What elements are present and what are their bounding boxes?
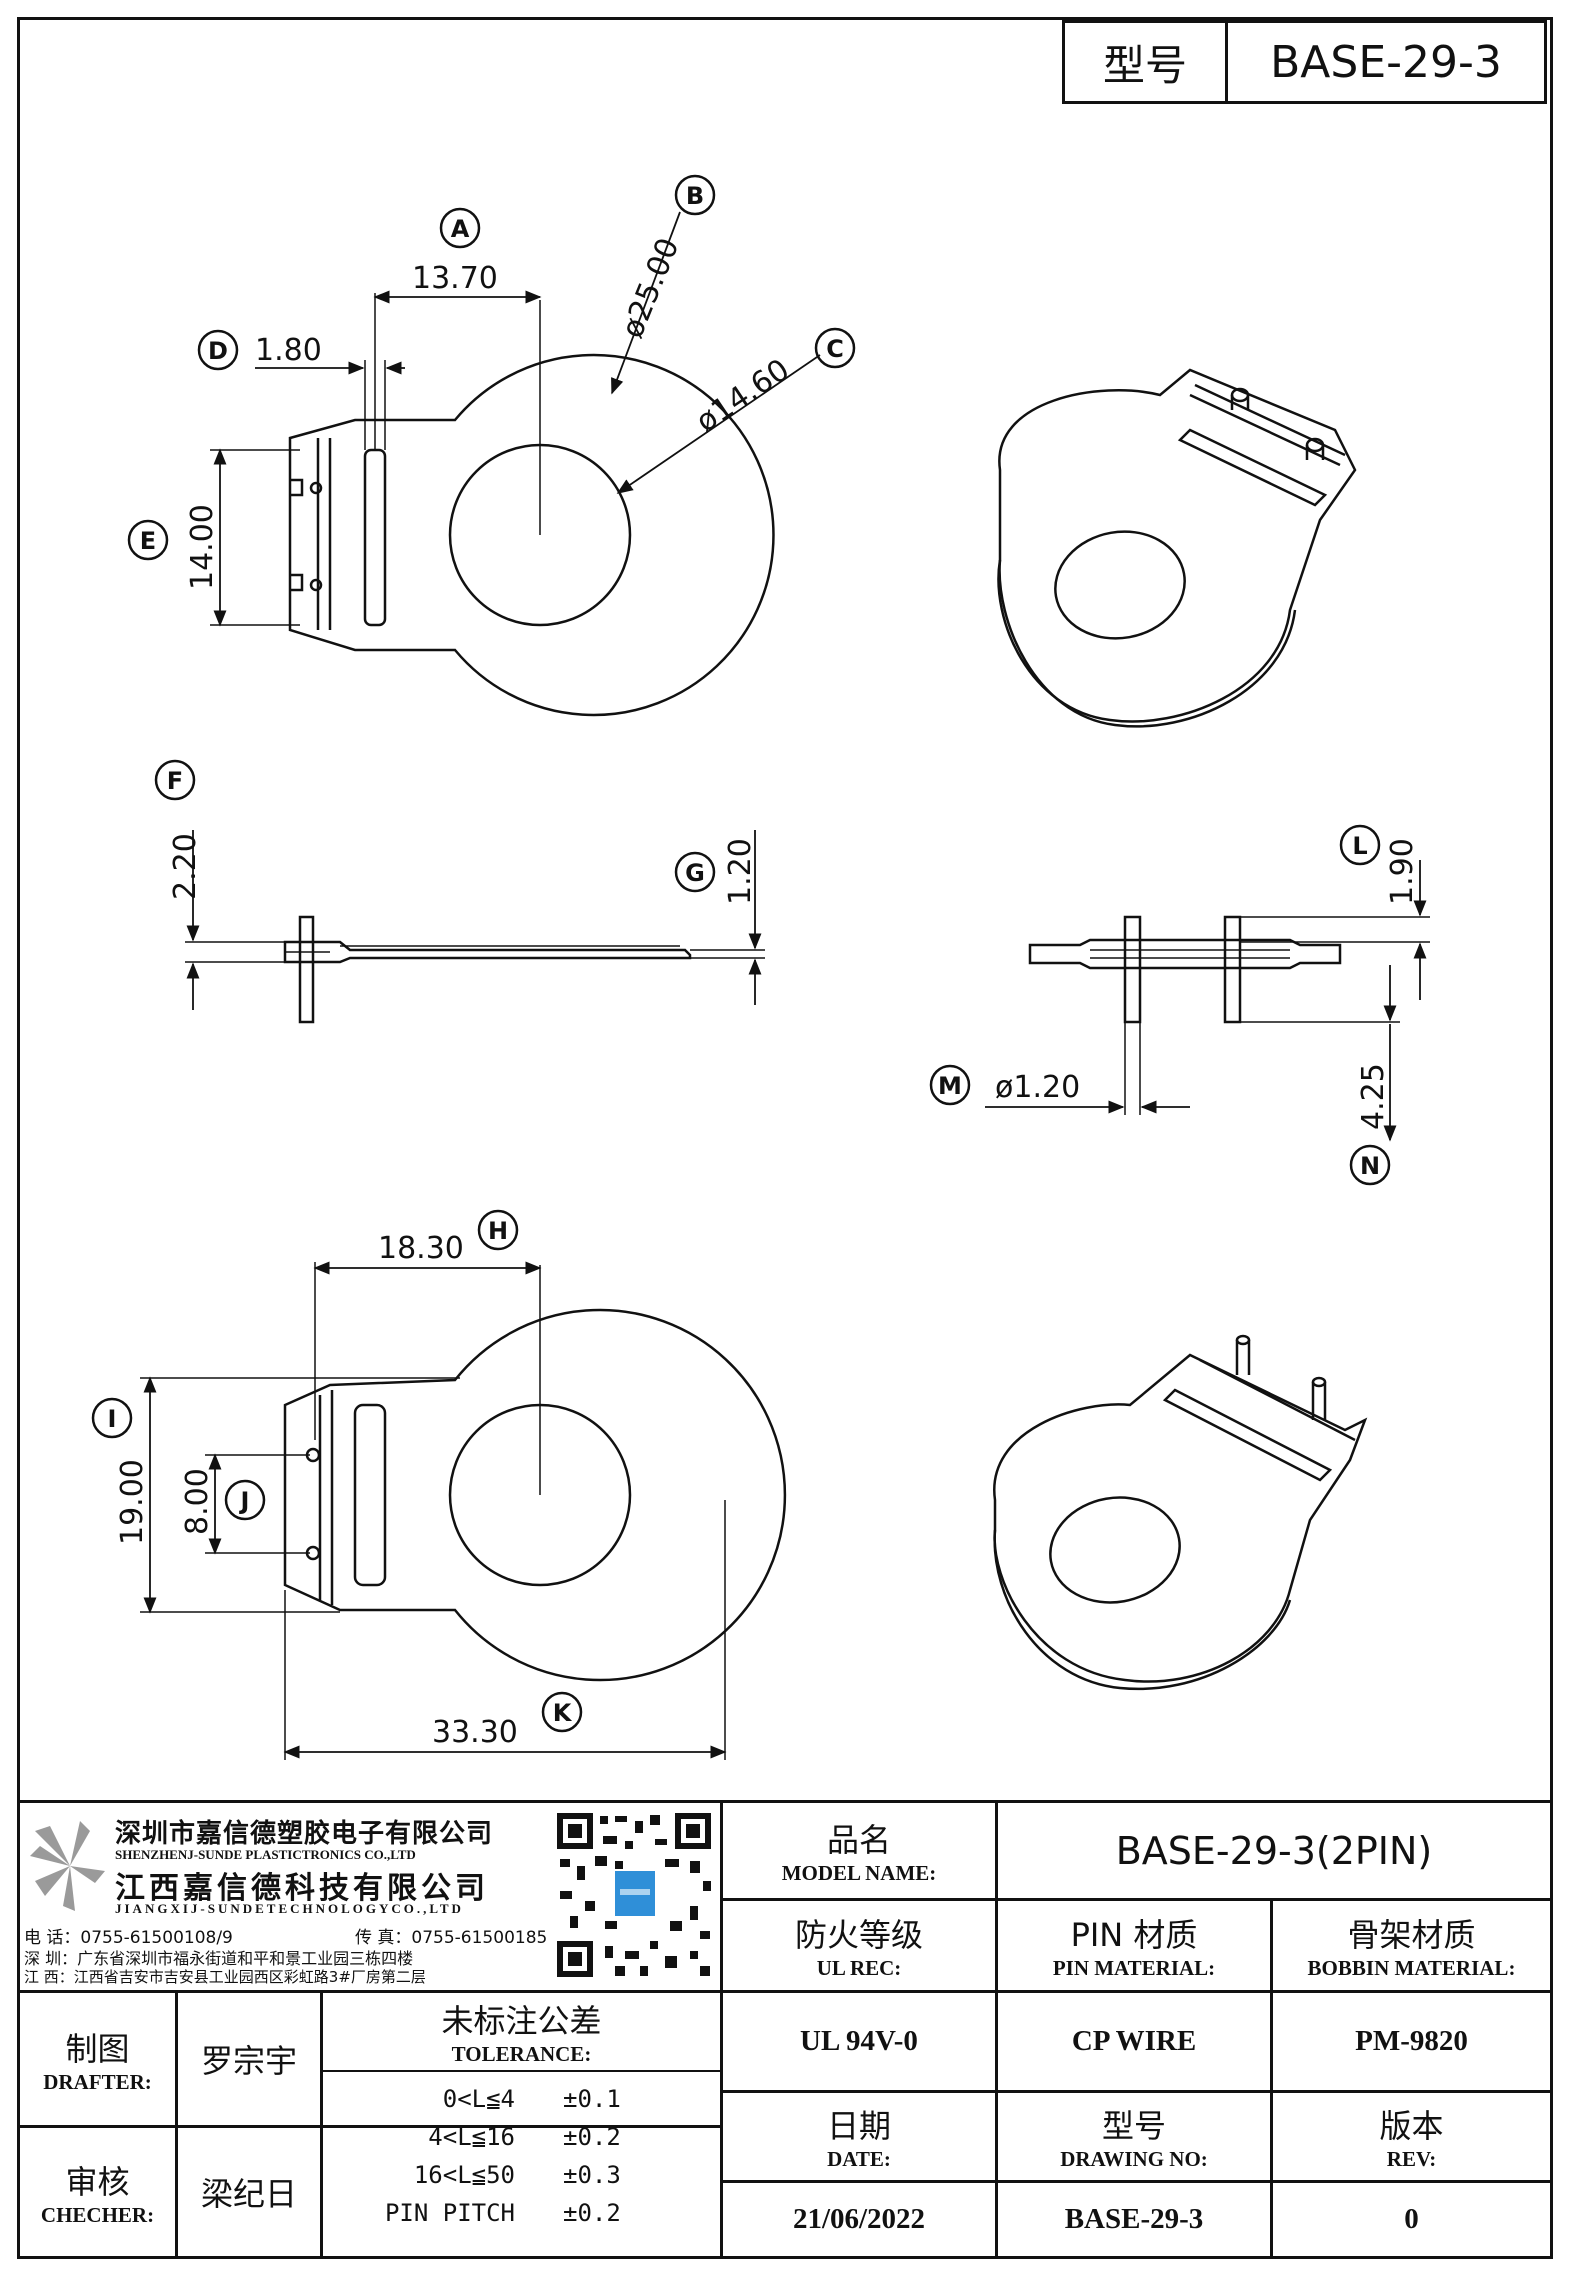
side-view-right — [985, 860, 1430, 1142]
ul-rec-value: UL 94V-0 — [800, 2025, 918, 2057]
svg-text:E: E — [140, 527, 156, 555]
bubble-g: G — [674, 851, 716, 893]
pin-material-value: CP WIRE — [1071, 2025, 1197, 2057]
checker-label: 审核 CHECHER: — [40, 2162, 155, 2227]
date-value: 21/06/2022 — [792, 2203, 926, 2235]
svg-text:G: G — [685, 859, 705, 887]
bottom-view — [140, 1261, 787, 1760]
company-logo — [30, 1821, 105, 1911]
svg-text:I: I — [108, 1405, 117, 1433]
rev-value: 0 — [1404, 2203, 1419, 2235]
bubble-a: A — [439, 207, 481, 249]
dim-c-value: ø14.60 — [690, 352, 796, 439]
dim-e-value: 14.00 — [185, 504, 220, 590]
svg-text:N: N — [1360, 1152, 1380, 1180]
dim-a-value: 13.70 — [412, 261, 498, 296]
bubble-j: J — [224, 1479, 266, 1521]
bubble-m: M — [929, 1064, 971, 1106]
dim-j-value: 8.00 — [180, 1468, 215, 1535]
model-box-label: 型号 — [1102, 40, 1187, 90]
technical-drawing: 13.70 ø25.00 ø14.60 1.80 14.00 2.20 1.20… — [91, 174, 1430, 1760]
drafter-label: 制图 DRAFTER: — [43, 2029, 152, 2094]
company-fax: 传 真：0755-61500185 — [355, 1928, 548, 1948]
bobbin-material-value: PM-9820 — [1355, 2025, 1468, 2057]
bubble-c: C — [814, 327, 856, 369]
company-address-jiangxi: 江 西：江西省吉安市吉安县工业园西区彩虹路3#厂房第二层 — [24, 1968, 426, 1986]
bubble-d: D — [197, 329, 239, 371]
svg-text:K: K — [553, 1699, 573, 1727]
bubble-f: F — [154, 759, 196, 801]
dim-d-value: 1.80 — [255, 333, 322, 368]
svg-text:B: B — [686, 182, 704, 210]
ul-rec-label: 防火等级 UL REC: — [794, 1916, 923, 1980]
bubble-h: H — [477, 1209, 519, 1251]
tolerance-label: 未标注公差 TOLERANCE: — [441, 2002, 602, 2066]
bubble-i: I — [91, 1397, 133, 1439]
qr-code — [555, 1811, 715, 1981]
bubble-k: K — [541, 1691, 583, 1733]
iso-view-lower — [993, 1334, 1368, 1691]
title-block: 深圳市嘉信德塑胶电子有限公司 SHENZHENJ-SUNDE PLASTICTR… — [17, 1800, 1553, 2259]
date-label: 日期 DATE: — [826, 2107, 891, 2171]
bubble-n: N — [1349, 1144, 1391, 1186]
company-name-cn-2: 江西嘉信德科技有限公司 — [115, 1871, 489, 1906]
company-block: 深圳市嘉信德塑胶电子有限公司 SHENZHENJ-SUNDE PLASTICTR… — [20, 1803, 720, 1990]
svg-text:A: A — [451, 215, 470, 243]
dim-l-value: 1.90 — [1385, 838, 1420, 905]
model-box-value: BASE-29-3 — [1270, 36, 1502, 88]
dim-i-value: 19.00 — [115, 1459, 150, 1545]
svg-text:C: C — [826, 335, 844, 363]
company-name-cn-1: 深圳市嘉信德塑胶电子有限公司 — [115, 1819, 494, 1849]
drawing-no-label: 型号 DRAWING NO: — [1060, 2107, 1208, 2171]
svg-text:D: D — [208, 337, 228, 365]
company-name-en-2: JIANGXIJ-SUNDETECHNOLOGYCO.,LTD — [115, 1901, 464, 1916]
company-address-shenzhen: 深 圳：广东省深圳市福永街道和平和景工业园三栋四楼 — [24, 1949, 414, 1968]
dim-f-value: 2.20 — [168, 833, 203, 900]
company-phone: 电 话：0755-61500108/9 — [24, 1928, 233, 1948]
side-view-left — [185, 830, 765, 1024]
dim-b-value: ø25.00 — [615, 233, 687, 343]
svg-text:J: J — [239, 1487, 250, 1515]
pin-material-label: PIN 材质 PIN MATERIAL: — [1052, 1916, 1216, 1980]
drawing-no-value: BASE-29-3 — [1064, 2203, 1204, 2235]
svg-text:M: M — [938, 1072, 962, 1100]
model-box: 型号 BASE-29-3 — [1062, 20, 1547, 104]
svg-text:F: F — [167, 767, 183, 795]
rev-label: 版本 REV: — [1379, 2107, 1444, 2171]
iso-view-upper — [997, 368, 1357, 728]
dim-n-value: 4.25 — [1356, 1063, 1391, 1130]
bobbin-material-label: 骨架材质 BOBBIN MATERIAL: — [1307, 1916, 1516, 1980]
dim-k-value: 33.30 — [432, 1715, 518, 1750]
model-name-value: BASE-29-3(2PIN) — [1115, 1828, 1433, 1873]
dim-m-value: ø1.20 — [995, 1070, 1080, 1105]
svg-text:H: H — [488, 1217, 508, 1245]
bubble-l: L — [1339, 824, 1381, 866]
dim-h-value: 18.30 — [378, 1231, 464, 1266]
tolerance-table: 0<L≦4 ±0.1 4<L≦16 ±0.2 16<L≦50 ±0.3 PIN … — [384, 2085, 621, 2227]
checker-name: 梁纪日 — [200, 2175, 297, 2213]
model-name-label: 品名 MODEL NAME: — [781, 1821, 937, 1885]
company-name-en-1: SHENZHENJ-SUNDE PLASTICTRONICS CO.,LTD — [115, 1847, 416, 1862]
top-view-upper — [210, 211, 821, 717]
bubble-e: E — [127, 519, 169, 561]
svg-text:L: L — [1352, 832, 1367, 860]
dim-g-value: 1.20 — [723, 838, 758, 905]
bubble-b: B — [674, 174, 716, 216]
drafter-name: 罗宗宇 — [200, 2042, 297, 2080]
